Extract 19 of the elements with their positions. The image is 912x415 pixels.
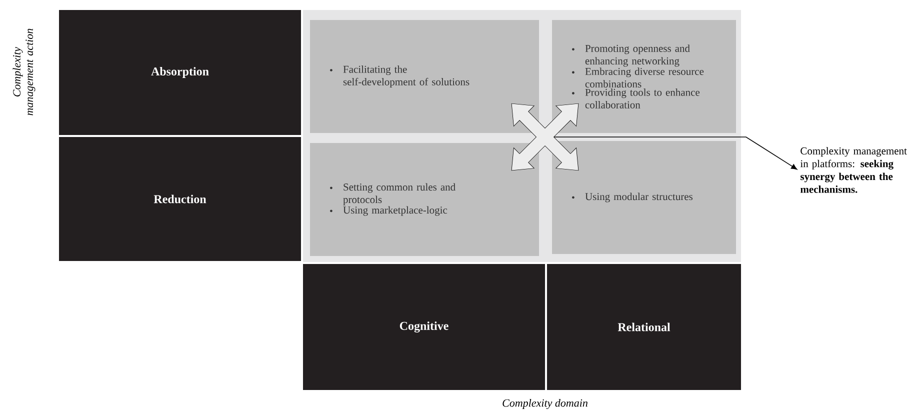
annotation-text: Complexity management in platforms: seeking synergy between the mechanisms. [800,147,907,193]
header-box: Cognitive [303,264,545,390]
bullet-item: Embracing diverse resource combinations [572,68,704,88]
header-box: Absorption [59,10,301,135]
matrix-cell [552,20,736,133]
matrix-cell [310,20,539,133]
axis-title: Complexity management action [12,28,36,116]
matrix-cell [310,143,539,256]
bullet-item: Providing tools to enhance collaboration [572,88,700,108]
cross-arrow-drawing [511,103,579,171]
matrix-cell [552,141,736,254]
bullet-item: Using modular structures [572,192,693,202]
header-box: Reduction [59,137,301,261]
header-box: Relational [547,264,741,390]
bullet-item: Facilitating the self-development of solutions [330,66,470,88]
axis-title: Complexity domain [502,399,588,409]
bullet-item: Setting common rules and protocols [330,183,456,206]
bullet-item: Using marketplace-logic [330,206,448,216]
bullet-item: Promoting openness and enhancing networking [572,44,690,67]
